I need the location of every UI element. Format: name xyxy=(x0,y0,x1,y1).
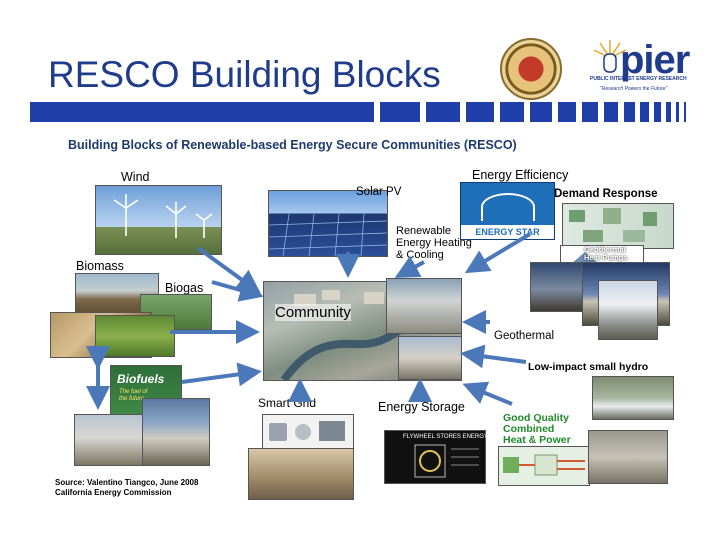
chp-arrow xyxy=(468,386,512,404)
hydro-arrow xyxy=(466,354,526,362)
efficiency-arrow xyxy=(470,234,530,270)
wind-arrow xyxy=(198,248,256,290)
biofuels-arrow xyxy=(182,372,256,382)
heating-arrow xyxy=(400,262,424,275)
